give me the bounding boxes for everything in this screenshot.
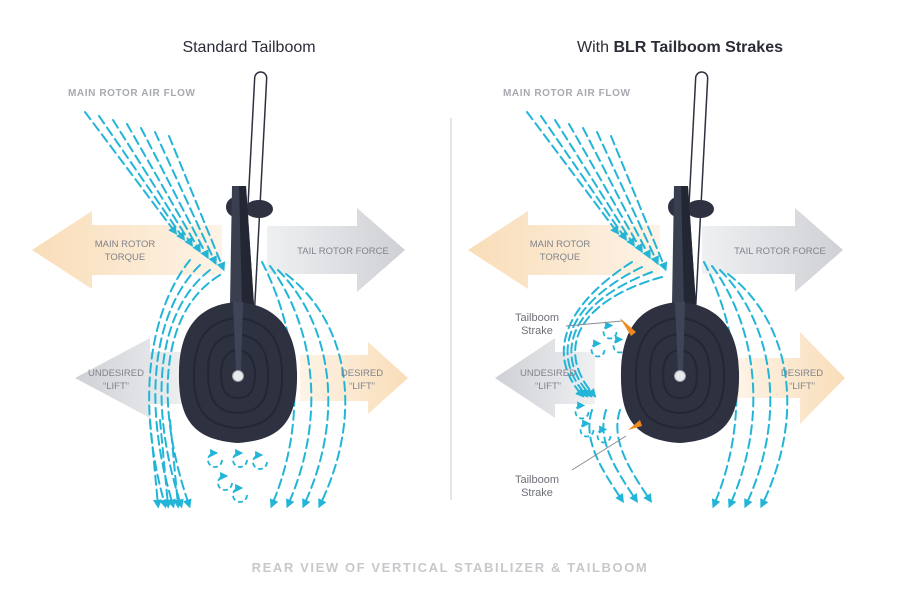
right-title-prefix: With [577, 39, 613, 56]
airflow-down-line [169, 419, 182, 509]
airflow-right-curve [711, 265, 755, 509]
strake-top-label-line2: Strake [521, 325, 553, 337]
airflow-diagonal-line [526, 111, 620, 235]
airflow-diagonal-line [540, 115, 628, 241]
airflow-right-curve [727, 273, 789, 509]
airflow-diagonal-line [98, 115, 186, 241]
right-torque-label-line1: MAIN ROTOR [530, 239, 591, 250]
tail-rotor-force-arrow [267, 208, 405, 292]
airflow-diagonal-line [568, 123, 643, 254]
vortex-swirl [602, 321, 618, 340]
right-airflow-streamlines [526, 111, 789, 509]
airflow-left-curve [574, 276, 663, 398]
footer-caption: REAR VIEW OF VERTICAL STABILIZER & TAILB… [252, 560, 649, 575]
left-torque-label-line2: TORQUE [105, 252, 145, 263]
airflow-diagonal-line [168, 135, 226, 272]
airflow-diagonal-line [154, 131, 217, 266]
airflow-diagonal-line [554, 119, 635, 248]
strakes-panel: With BLR Tailboom Strakes MAIN ROTOR AIR… [468, 39, 845, 509]
left-undesired-label-line1: UNDESIRED [88, 368, 144, 379]
left-torque-label-line1: MAIN ROTOR [95, 239, 156, 250]
right-airflow-label: MAIN ROTOR AIR FLOW [503, 88, 631, 99]
right-tail-force-label: TAIL ROTOR FORCE [734, 246, 826, 257]
airflow-left-curve [148, 259, 191, 509]
standard-tailboom-panel: Standard Tailboom MAIN ROTOR AIR FLOW MA… [32, 39, 408, 509]
airflow-left-curve [166, 274, 221, 509]
airflow-down-line [149, 419, 162, 509]
right-torque-label-line2: TORQUE [540, 252, 580, 263]
left-airflow-label: MAIN ROTOR AIR FLOW [68, 88, 196, 99]
right-tailboom-center-pin [674, 370, 686, 382]
main-rotor-torque-arrow [32, 211, 222, 289]
airflow-left-curve [570, 271, 653, 398]
airflow-left-curve [566, 266, 643, 398]
undesired-lift-arrow [75, 338, 188, 418]
airflow-diagonal-line [112, 119, 193, 248]
upper-strake-leader [565, 320, 623, 327]
strake-bottom-label-line1: Tailboom [515, 474, 559, 486]
airflow-right-curve [277, 269, 330, 509]
upper-strake [620, 318, 636, 336]
left-panel-title: Standard Tailboom [182, 39, 315, 56]
airflow-diagonal-line [596, 131, 659, 266]
vortex-swirl [590, 339, 606, 358]
airflow-right-curve [269, 265, 313, 509]
airflow-diagonal-line [126, 123, 201, 254]
vortex-swirl [232, 448, 248, 468]
vortex-swirl [252, 450, 268, 470]
strake-top-label-line1: Tailboom [515, 312, 559, 324]
airflow-left-curve [160, 269, 211, 509]
right-tail-rotor-gearbox [686, 200, 714, 218]
tail-rotor-gearbox [245, 200, 273, 218]
right-title-bold: BLR Tailboom Strakes [613, 39, 783, 56]
airflow-down-line [616, 409, 652, 503]
lower-strake [628, 420, 642, 430]
right-tail-rotor-force-arrow [702, 208, 843, 292]
left-undesired-label-line2: “LIFT” [103, 381, 129, 392]
vortex-swirl [207, 448, 223, 468]
airflow-diagonal-line [140, 127, 209, 260]
vortex-swirl [596, 425, 612, 444]
right-desired-label-line1: DESIRED [781, 368, 823, 379]
left-desired-label-line1: DESIRED [341, 368, 383, 379]
vortex-swirl [579, 419, 595, 438]
right-undesired-label-line2: “LIFT” [535, 381, 561, 392]
left-tail-force-label: TAIL ROTOR FORCE [297, 246, 389, 257]
airflow-left-curve [154, 264, 201, 509]
airflow-right-curve [719, 269, 772, 509]
airflow-down-line [602, 409, 638, 503]
vortex-swirl [574, 401, 590, 420]
airflow-diagonal-line [582, 127, 651, 260]
vortex-swirl [232, 483, 248, 503]
tailboom-center-pin [232, 370, 244, 382]
airflow-right-curve [285, 273, 347, 509]
desired-lift-arrow [300, 342, 408, 414]
strake-bottom-label-line2: Strake [521, 487, 553, 499]
left-airflow-streamlines [84, 111, 347, 509]
airflow-diagonal-line [84, 111, 178, 235]
right-undesired-lift-arrow [495, 338, 595, 418]
airflow-down-line [159, 419, 172, 509]
lower-strake-leader [571, 435, 627, 471]
right-undesired-label-line1: UNDESIRED [520, 368, 576, 379]
right-panel-title: With BLR Tailboom Strakes [577, 39, 783, 56]
airflow-diagonal-line [610, 135, 668, 272]
right-desired-lift-arrow [738, 332, 845, 424]
vortex-swirl [217, 471, 233, 491]
right-desired-label-line2: “LIFT” [789, 381, 815, 392]
left-desired-label-line2: “LIFT” [349, 381, 375, 392]
